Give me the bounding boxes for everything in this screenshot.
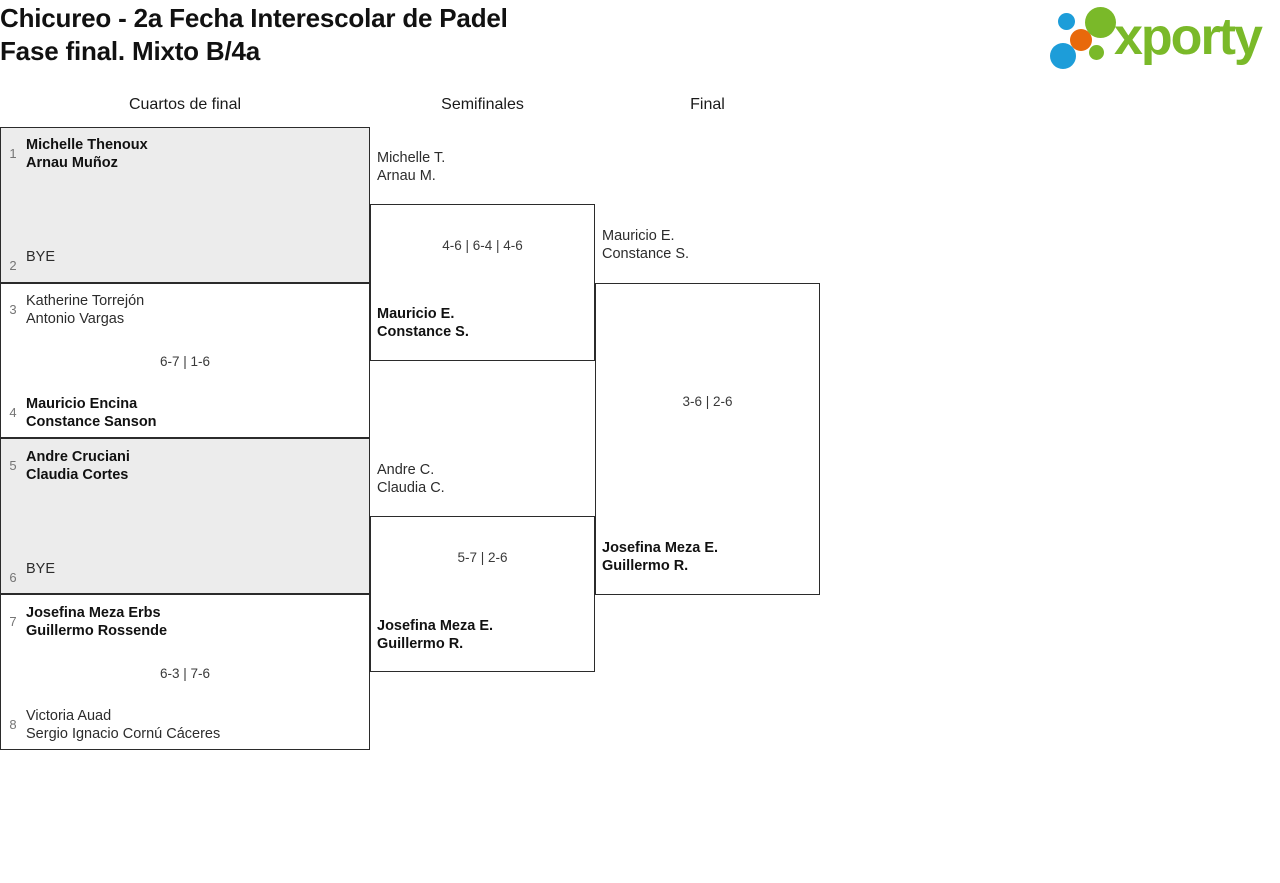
logo-dot-blue-small-icon [1058, 13, 1075, 30]
final-score: 3-6 | 2-6 [682, 394, 733, 409]
player-name-2: Arnau Muñoz [26, 155, 118, 171]
semifinal-2-score: 5-7 | 2-6 [457, 550, 508, 565]
quarterfinal-4-team-top[interactable]: 7 Josefina Meza Erbs Guillermo Rossende [0, 604, 370, 640]
player-name-1: Michelle Thenoux [26, 137, 148, 153]
semifinal-match-2-box[interactable] [370, 516, 595, 672]
quarterfinal-1-team-bottom[interactable]: 2 BYE [0, 248, 370, 275]
logo-dot-blue-large-icon [1050, 43, 1076, 69]
team-names: Michelle Thenoux Arnau Muñoz [26, 136, 148, 172]
player-name-1: Mauricio E. [377, 306, 455, 322]
team-names: Michelle T. Arnau M. [377, 149, 445, 185]
player-name-1: Victoria Auad [26, 708, 112, 724]
team-names: Mauricio Encina Constance Sanson [26, 395, 157, 431]
seed-number: 2 [9, 258, 17, 273]
logo-dot-green-small-icon [1089, 45, 1104, 60]
team-names: Victoria Auad Sergio Ignacio Cornú Cácer… [26, 707, 220, 743]
semifinal-1-team-bottom[interactable]: Mauricio E. Constance S. [377, 305, 597, 341]
player-name-2: Guillermo R. [377, 636, 464, 652]
semifinal-1-score: 4-6 | 6-4 | 4-6 [442, 238, 523, 253]
player-name-2: Constance S. [377, 324, 469, 340]
quarterfinal-4-score: 6-3 | 7-6 [159, 666, 211, 681]
final-match-box[interactable] [595, 283, 820, 595]
page-header: Chicureo - 2a Fecha Interescolar de Pade… [0, 0, 1280, 80]
team-names: Mauricio E. Constance S. [602, 227, 689, 263]
player-name-2: Claudia C. [377, 480, 445, 496]
team-names: Andre C. Claudia C. [377, 461, 445, 497]
logo-dots-icon [1048, 5, 1122, 69]
team-names: BYE [26, 248, 55, 266]
round-header-final: Final [690, 96, 725, 113]
quarterfinal-4-team-bottom[interactable]: 8 Victoria Auad Sergio Ignacio Cornú Các… [0, 707, 370, 743]
seed-number: 1 [9, 146, 17, 161]
logo-wordmark: xporty [1114, 8, 1263, 66]
quarterfinal-match-1[interactable] [0, 127, 370, 283]
player-name-1: Josefina Meza E. [602, 540, 719, 556]
quarterfinal-1-team-top[interactable]: 1 Michelle Thenoux Arnau Muñoz [0, 136, 370, 172]
player-name-2: Sergio Ignacio Cornú Cáceres [26, 726, 221, 742]
player-name-1: BYE [26, 561, 56, 577]
player-name-2: Constance Sanson [26, 414, 157, 430]
player-name-2: Arnau M. [377, 168, 436, 184]
page-title: Chicureo - 2a Fecha Interescolar de Pade… [0, 2, 508, 68]
final-team-top[interactable]: Mauricio E. Constance S. [602, 227, 822, 263]
seed-number: 7 [9, 614, 17, 629]
player-name-2: Guillermo R. [602, 558, 689, 574]
player-name-2: Guillermo Rossende [26, 623, 168, 639]
semifinal-1-team-top[interactable]: Michelle T. Arnau M. [377, 149, 597, 185]
quarterfinal-2-team-top[interactable]: 3 Katherine Torrejón Antonio Vargas [0, 292, 370, 328]
team-names: Josefina Meza Erbs Guillermo Rossende [26, 604, 167, 640]
tournament-phase: Fase final. Mixto B/4a [0, 36, 261, 66]
quarterfinal-3-team-top[interactable]: 5 Andre Cruciani Claudia Cortes [0, 448, 370, 484]
quarterfinal-3-team-bottom[interactable]: 6 BYE [0, 560, 370, 587]
seed-number: 8 [9, 717, 17, 732]
player-name-1: Michelle T. [377, 150, 446, 166]
seed-number: 3 [9, 302, 17, 317]
player-name-1: Andre C. [377, 462, 435, 478]
player-name-1: Mauricio E. [602, 228, 675, 244]
team-names: Mauricio E. Constance S. [377, 305, 469, 341]
player-name-1: Andre Cruciani [26, 449, 130, 465]
team-names: Josefina Meza E. Guillermo R. [602, 539, 718, 575]
final-team-bottom[interactable]: Josefina Meza E. Guillermo R. [602, 539, 822, 575]
semifinal-2-team-bottom[interactable]: Josefina Meza E. Guillermo R. [377, 617, 597, 653]
player-name-1: Katherine Torrejón [26, 293, 145, 309]
logo-dot-green-large-icon [1085, 7, 1116, 38]
semifinal-2-team-top[interactable]: Andre C. Claudia C. [377, 461, 597, 497]
quarterfinal-match-2[interactable] [0, 283, 370, 438]
player-name-1: Mauricio Encina [26, 396, 138, 412]
logo-dot-orange-icon [1070, 29, 1092, 51]
player-name-2: Antonio Vargas [26, 311, 125, 327]
quarterfinal-match-4[interactable] [0, 594, 370, 750]
team-names: Andre Cruciani Claudia Cortes [26, 448, 130, 484]
semifinal-match-1-box[interactable] [370, 204, 595, 361]
tournament-bracket: 1 Michelle Thenoux Arnau Muñoz 2 BYE 3 K… [0, 127, 1280, 767]
quarterfinal-2-team-bottom[interactable]: 4 Mauricio Encina Constance Sanson [0, 395, 370, 431]
round-header-quarterfinals: Cuartos de final [128, 96, 242, 113]
quarterfinal-match-3[interactable] [0, 438, 370, 594]
round-header-semifinals: Semifinales [441, 96, 524, 113]
player-name-1: Josefina Meza Erbs [26, 605, 161, 621]
player-name-2: Constance S. [602, 246, 690, 262]
player-name-1: Josefina Meza E. [377, 618, 494, 634]
player-name-2: Claudia Cortes [26, 467, 129, 483]
player-name-1: BYE [26, 249, 56, 265]
seed-number: 6 [9, 570, 17, 585]
xporty-logo[interactable]: xporty [1048, 5, 1276, 69]
team-names: Katherine Torrejón Antonio Vargas [26, 292, 144, 328]
seed-number: 5 [9, 458, 17, 473]
quarterfinal-2-score: 6-7 | 1-6 [159, 354, 211, 369]
tournament-name: Chicureo - 2a Fecha Interescolar de Pade… [0, 3, 508, 33]
seed-number: 4 [9, 405, 17, 420]
team-names: Josefina Meza E. Guillermo R. [377, 617, 493, 653]
team-names: BYE [26, 560, 55, 578]
